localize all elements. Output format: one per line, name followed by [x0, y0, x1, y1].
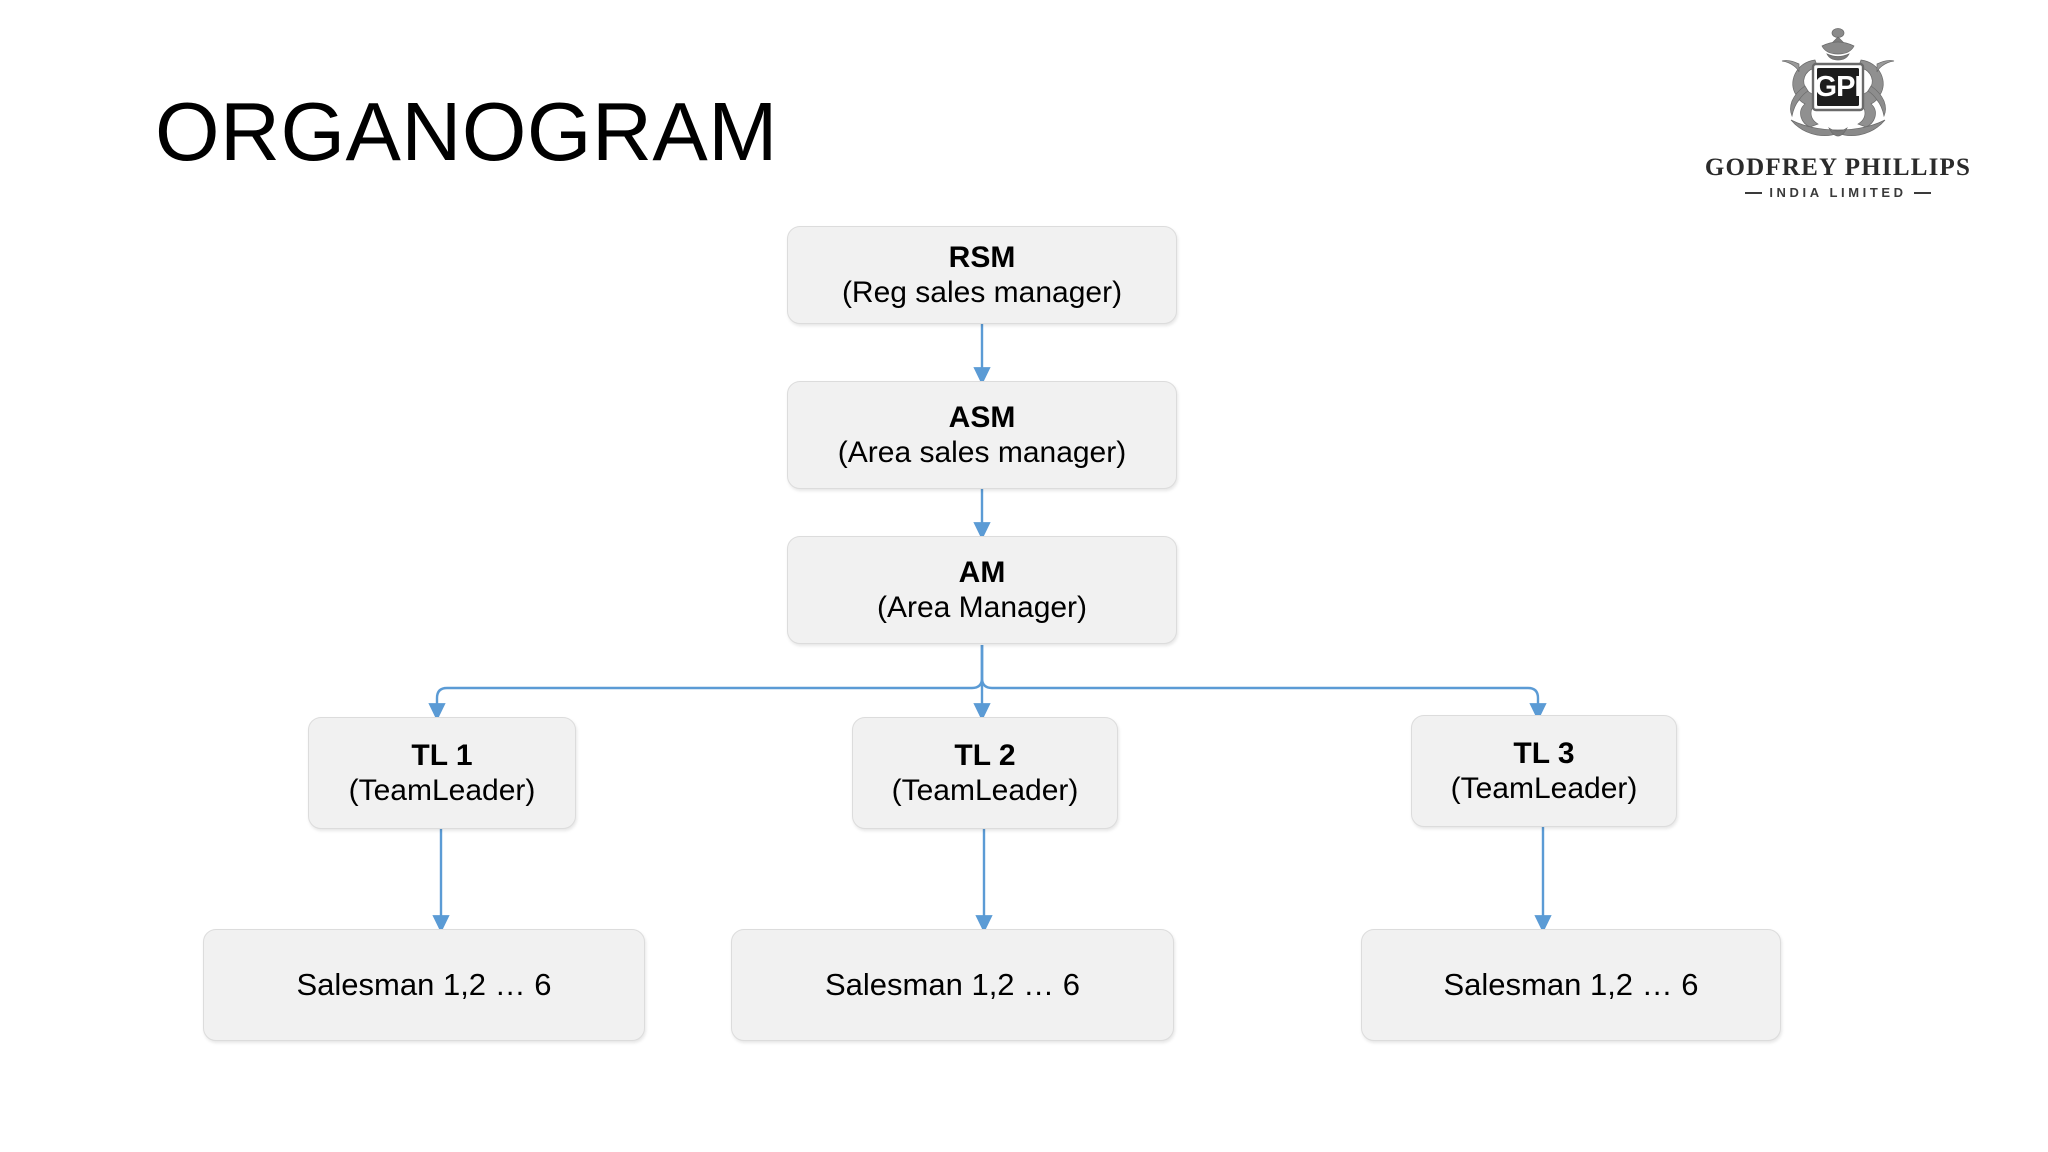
org-node-rsm-title: RSM: [948, 240, 1016, 274]
org-node-tl1-subtitle: (TeamLeader): [348, 774, 536, 807]
org-node-tl1-title: TL 1: [411, 738, 473, 772]
org-node-am-title: AM: [958, 555, 1006, 589]
org-node-asm-title: ASM: [948, 400, 1016, 434]
svg-text:GPI: GPI: [1815, 71, 1862, 103]
org-node-salesman-3[interactable]: Salesman 1,2 … 6: [1361, 929, 1781, 1041]
org-node-rsm[interactable]: RSM (Reg sales manager): [787, 226, 1177, 324]
org-node-tl2-title: TL 2: [954, 738, 1016, 772]
org-node-tl3-subtitle: (TeamLeader): [1450, 772, 1638, 805]
page-title: ORGANOGRAM: [155, 85, 778, 178]
org-node-asm[interactable]: ASM (Area sales manager): [787, 381, 1177, 489]
logo-company-name: GODFREY PHILLIPS: [1704, 154, 1972, 181]
edge-am-tl3: [980, 645, 1547, 721]
org-node-tl2[interactable]: TL 2 (TeamLeader): [852, 717, 1118, 829]
org-node-salesman-3-label: Salesman 1,2 … 6: [1443, 966, 1699, 1002]
org-node-salesman-1[interactable]: Salesman 1,2 … 6: [203, 929, 645, 1041]
org-node-am[interactable]: AM (Area Manager): [787, 536, 1177, 644]
org-node-tl3[interactable]: TL 3 (TeamLeader): [1411, 715, 1677, 827]
org-node-rsm-subtitle: (Reg sales manager): [841, 276, 1123, 309]
org-node-asm-subtitle: (Area sales manager): [837, 436, 1127, 469]
org-node-tl1[interactable]: TL 1 (TeamLeader): [308, 717, 576, 829]
logo-rule-right: [1913, 191, 1931, 194]
edge-am-tl1: [428, 645, 984, 721]
logo-subtitle-row: INDIA LIMITED: [1745, 185, 1931, 200]
org-node-tl2-subtitle: (TeamLeader): [891, 774, 1079, 807]
org-node-tl3-title: TL 3: [1513, 736, 1575, 770]
logo-rule-left: [1745, 191, 1763, 194]
org-node-salesman-2-label: Salesman 1,2 … 6: [824, 966, 1081, 1002]
gpi-heraldic-crest-icon: GPI: [1781, 28, 1895, 137]
company-logo: GPI GODFREY PHILLIPS INDIA LIMITED: [1664, 8, 2012, 236]
logo-company-subtitle: INDIA LIMITED: [1769, 185, 1907, 200]
org-node-salesman-1-label: Salesman 1,2 … 6: [296, 966, 552, 1002]
org-node-am-subtitle: (Area Manager): [876, 591, 1088, 624]
org-node-salesman-2[interactable]: Salesman 1,2 … 6: [731, 929, 1174, 1041]
